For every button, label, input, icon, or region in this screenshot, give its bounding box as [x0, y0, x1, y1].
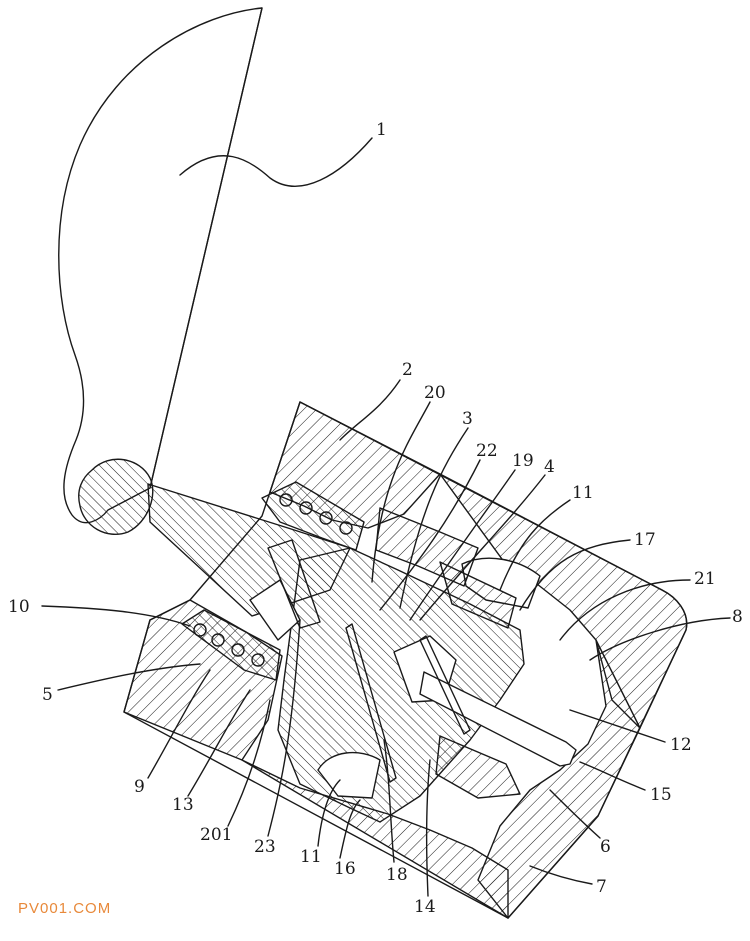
spring-coil — [251, 653, 265, 667]
spring-coil — [299, 501, 313, 515]
label-7: 7 — [596, 877, 607, 897]
label-14: 14 — [414, 897, 436, 917]
label-20: 20 — [424, 383, 446, 403]
leader-20 — [371, 401, 431, 583]
leader-9 — [147, 669, 211, 779]
leader-8 — [589, 617, 731, 661]
spring-coil — [211, 633, 225, 647]
label-23: 23 — [254, 837, 276, 857]
spring-coil — [193, 623, 207, 637]
leader-12 — [569, 709, 666, 743]
leader-2 — [339, 379, 401, 441]
spring-coil — [279, 493, 293, 507]
leader-1 — [179, 137, 373, 187]
leader-14 — [425, 759, 431, 897]
label-6: 6 — [600, 837, 611, 857]
label-1: 1 — [376, 120, 387, 140]
pin-rod — [267, 539, 321, 629]
leader-5 — [57, 663, 201, 691]
leader-11a — [499, 499, 571, 591]
lower-cavity — [317, 751, 381, 799]
leader-6 — [549, 789, 601, 839]
leader-7 — [529, 865, 593, 885]
leader-18 — [383, 739, 395, 863]
handle-part — [58, 7, 263, 524]
label-11a: 11 — [572, 483, 594, 503]
spring-bottom-seat — [181, 609, 281, 681]
label-17: 17 — [634, 530, 656, 550]
ball-joint — [78, 458, 154, 535]
leader-23 — [267, 619, 301, 837]
label-11b: 11 — [300, 847, 322, 867]
leader-22 — [379, 459, 481, 611]
watermark-text: PV001.COM — [18, 900, 112, 917]
label-16: 16 — [334, 859, 356, 879]
spring-coil — [319, 511, 333, 525]
spring-coil — [339, 521, 353, 535]
label-15: 15 — [650, 785, 672, 805]
leader-17 — [519, 539, 631, 611]
spring-coil — [231, 643, 245, 657]
leader-15 — [579, 761, 646, 791]
label-9: 9 — [134, 777, 145, 797]
label-21: 21 — [694, 569, 716, 589]
leader-13 — [187, 689, 251, 797]
label-22: 22 — [476, 441, 498, 461]
lower-spool — [435, 735, 521, 799]
pin-rod — [345, 623, 397, 783]
label-10: 10 — [8, 597, 30, 617]
label-13: 13 — [172, 795, 194, 815]
end-cap — [477, 639, 641, 919]
inner-block — [439, 561, 517, 629]
spool-rod — [419, 671, 577, 767]
leader-201 — [227, 699, 271, 827]
label-19: 19 — [512, 451, 534, 471]
leader-19 — [409, 469, 516, 621]
label-5: 5 — [42, 685, 53, 705]
label-201: 201 — [200, 825, 232, 845]
leader-16 — [339, 799, 361, 859]
leader-21 — [559, 579, 691, 641]
label-2: 2 — [402, 360, 413, 380]
leader-11b — [317, 779, 341, 847]
label-4: 4 — [544, 457, 555, 477]
label-8: 8 — [732, 607, 743, 627]
pin-rod — [419, 635, 471, 735]
label-18: 18 — [386, 865, 408, 885]
label-12: 12 — [670, 735, 692, 755]
label-3: 3 — [462, 409, 473, 429]
leader-4 — [419, 474, 546, 621]
handle-edge — [149, 7, 263, 489]
leader-10 — [41, 605, 191, 627]
